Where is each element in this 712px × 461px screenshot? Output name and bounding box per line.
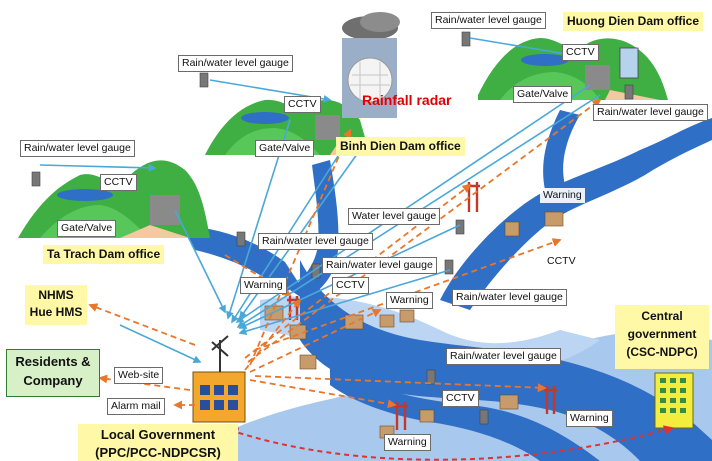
central-gov-line-2: government [627,327,697,341]
gauge-label-huong-dien: Rain/water level gauge [431,12,546,29]
gauge-label-lower: Rain/water level gauge [446,348,561,365]
rainfall-radar-tower [342,12,400,118]
gauge-label-ta-trach: Rain/water level gauge [20,140,135,157]
residents-company-box: Residents & Company [6,349,100,397]
warning-label-east: Warning [566,410,613,427]
warning-label-village: Warning [540,188,585,203]
website-label: Web-site [114,367,164,384]
warning-label-river: Warning [386,292,433,309]
gauge-label-binh-dien: Rain/water level gauge [178,55,293,72]
central-gov-line-1: Central [641,309,683,323]
water-level-gauge-label: Water level gauge [348,208,441,225]
local-government-box: Local Government (PPC/PCC-NDPCSR) [78,424,238,461]
warning-label-lower: Warning [384,434,431,451]
central-government-building [654,372,694,429]
cctv-label-huong-dien: CCTV [562,44,599,61]
gauge-label-east: Rain/water level gauge [593,104,708,121]
warning-label-center: Warning [240,277,287,294]
huong-dien-dam-office-label: Huong Dien Dam office [563,12,704,31]
residents-line-2: Company [23,373,83,388]
binh-dien-dam-office-label: Binh Dien Dam office [336,137,465,156]
cctv-label-ta-trach: CCTV [100,174,137,191]
central-link [228,425,674,461]
alert-links [88,98,602,410]
ta-trach-dam-office-label: Ta Trach Dam office [43,245,165,264]
local-government-building [192,335,246,423]
gauge-posts [31,31,634,425]
cctv-label-binh-dien: CCTV [284,96,321,113]
cctv-label-center: CCTV [332,277,369,294]
central-gov-line-3: (CSC-NDPC) [626,345,698,359]
cctv-label-lower: CCTV [442,390,479,407]
gauge-label-center-2: Rain/water level gauge [322,257,437,274]
nhms-line-2: Hue HMS [29,305,83,319]
local-gov-line-1: Local Government [100,427,216,442]
gauge-label-center-1: Rain/water level gauge [258,233,373,250]
rainfall-radar-label: Rainfall radar [362,92,452,108]
residents-line-1: Residents & [15,354,91,369]
gauge-label-river: Rain/water level gauge [452,289,567,306]
central-government-box: Central government (CSC-NDPC) [615,305,709,369]
gate-valve-label-huong-dien: Gate/Valve [513,86,573,103]
cctv-label-village: CCTV [544,254,579,269]
gate-valve-label-binh-dien: Gate/Valve [255,140,315,157]
nhms-box: NHMS Hue HMS [25,285,87,325]
river-branch-east [440,118,712,310]
gate-valve-label-ta-trach: Gate/Valve [57,220,117,237]
alarm-mail-label: Alarm mail [107,398,165,415]
nhms-line-1: NHMS [38,288,74,302]
local-gov-line-2: (PPC/PCC-NDPCSR) [95,445,221,460]
river-branch-hd [543,110,580,190]
